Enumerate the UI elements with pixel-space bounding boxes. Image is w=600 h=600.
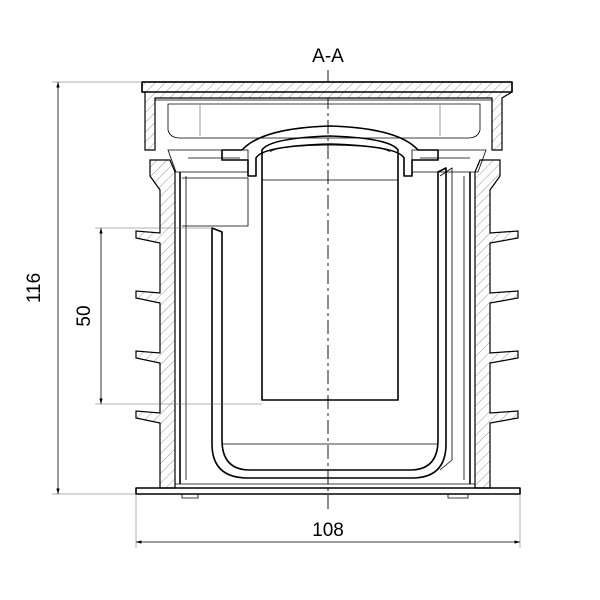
- dimension-116-label: 116: [24, 273, 45, 303]
- outer-body-left: [135, 159, 176, 489]
- dimension-116: 116: [24, 81, 142, 495]
- dimension-50-label: 50: [74, 305, 95, 326]
- outer-body-right: [474, 159, 519, 489]
- dimension-108: 108: [135, 494, 521, 548]
- dimension-108-label: 108: [312, 520, 344, 541]
- upper-collar: [167, 149, 487, 173]
- dimension-50: 50: [74, 227, 262, 405]
- top-grate: [141, 81, 513, 151]
- section-label: A-A: [312, 46, 344, 67]
- bell-trap: [221, 125, 439, 401]
- inner-walls: [179, 172, 471, 484]
- water-seal-cup: [182, 167, 453, 479]
